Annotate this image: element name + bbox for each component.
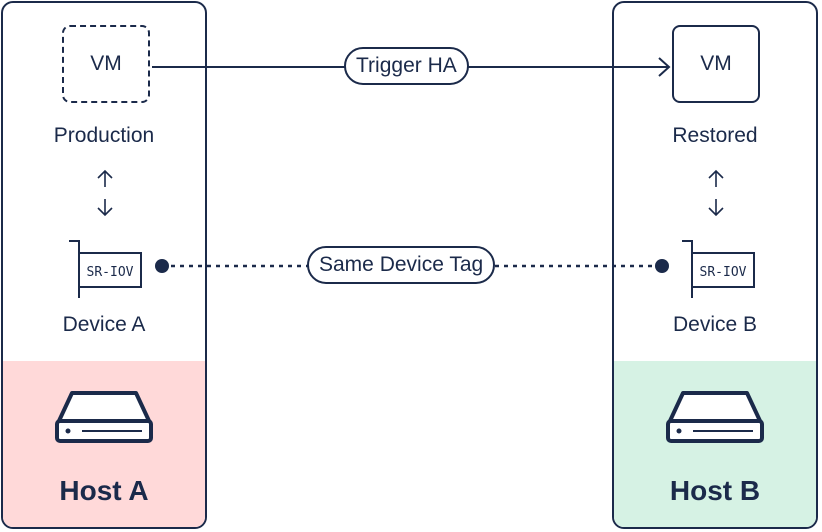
vm-box-production[interactable]: VM [62, 25, 150, 103]
trigger-ha-pill: Trigger HA [344, 47, 469, 85]
host-b-panel: VM Restored SR-IOV Device B Host B [612, 1, 818, 529]
host-a-footer: Host A [3, 361, 205, 527]
vm-label: VM [700, 52, 732, 75]
device-a-endpoint [155, 259, 169, 273]
vm-label: VM [90, 52, 122, 75]
server-icon [666, 391, 764, 443]
sriov-card-icon: SR-IOV [682, 240, 755, 298]
sriov-card-icon: SR-IOV [69, 240, 142, 298]
device-chip-label: SR-IOV [700, 265, 747, 280]
device-b-endpoint [655, 259, 669, 273]
server-icon [55, 391, 153, 443]
restored-label: Restored [672, 124, 758, 147]
arrow-right-icon [658, 57, 671, 77]
up-down-arrow-icon [708, 169, 724, 217]
production-label: Production [53, 124, 155, 147]
device-chip-label: SR-IOV [87, 265, 134, 280]
up-down-arrow-icon [97, 169, 113, 217]
device-b-label: Device B [672, 313, 758, 336]
host-a-name: Host A [59, 475, 149, 506]
vm-box-restored[interactable]: VM [672, 25, 760, 103]
host-b-name: Host B [669, 475, 761, 506]
host-b-footer: Host B [614, 361, 816, 527]
same-device-tag-pill: Same Device Tag [307, 246, 496, 284]
device-a-label: Device A [62, 313, 146, 336]
